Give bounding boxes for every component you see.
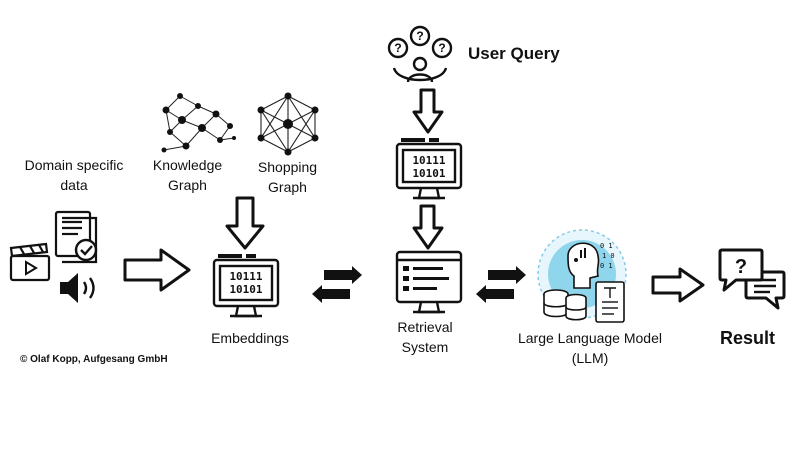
binary-row-2: 10101 (412, 167, 445, 180)
shopping-graph-icon (257, 92, 319, 156)
user-query-label: User Query (468, 44, 560, 63)
svg-text:?: ? (394, 41, 401, 55)
checked-document-icon (54, 210, 98, 264)
down-arrow-icon (412, 204, 444, 250)
result-label: Result (719, 328, 775, 348)
llm-label: Large Language Model (LLM) (517, 330, 662, 366)
svg-text:?: ? (416, 29, 423, 43)
list-monitor-icon (395, 250, 463, 314)
binary-row-2: 10101 (229, 283, 262, 296)
down-arrow-icon (225, 196, 265, 250)
exchange-arrows-icon (476, 266, 526, 303)
svg-text:?: ? (735, 256, 747, 278)
retrieval-system-label: Retrieval System (397, 319, 453, 355)
binary-monitor-icon: 10111 10101 (395, 138, 463, 200)
svg-text:?: ? (438, 41, 445, 55)
binary-row-1: 10111 (229, 270, 262, 283)
right-arrow-icon (123, 248, 191, 292)
embeddings-label: Embeddings (211, 330, 289, 346)
binary-monitor-icon: 10111 10101 (212, 254, 280, 318)
knowledge-graph-icon (161, 93, 236, 153)
copyright-note: © Olaf Kopp, Aufgesang GmbH (20, 354, 168, 365)
exchange-arrows-icon (312, 266, 362, 303)
user-question-icon: ? ? ? (387, 25, 453, 83)
right-arrow-icon (651, 267, 705, 303)
down-arrow-icon (412, 88, 444, 134)
speaker-icon (60, 273, 95, 303)
question-chat-icon: ? (718, 248, 786, 310)
shopping-graph-label: Shopping Graph (257, 159, 318, 195)
svg-text:0 1: 0 1 (600, 242, 613, 250)
video-clapper-icon (9, 242, 51, 282)
domain-data-label: Domain specific data (24, 157, 124, 193)
svg-text:0 1: 0 1 (600, 262, 613, 270)
knowledge-graph-label: Knowledge Graph (152, 157, 223, 193)
ai-head-database-icon: 0 1 1 0 0 1 (537, 229, 627, 323)
svg-text:1 0: 1 0 (602, 252, 615, 260)
binary-row-1: 10111 (412, 154, 445, 167)
